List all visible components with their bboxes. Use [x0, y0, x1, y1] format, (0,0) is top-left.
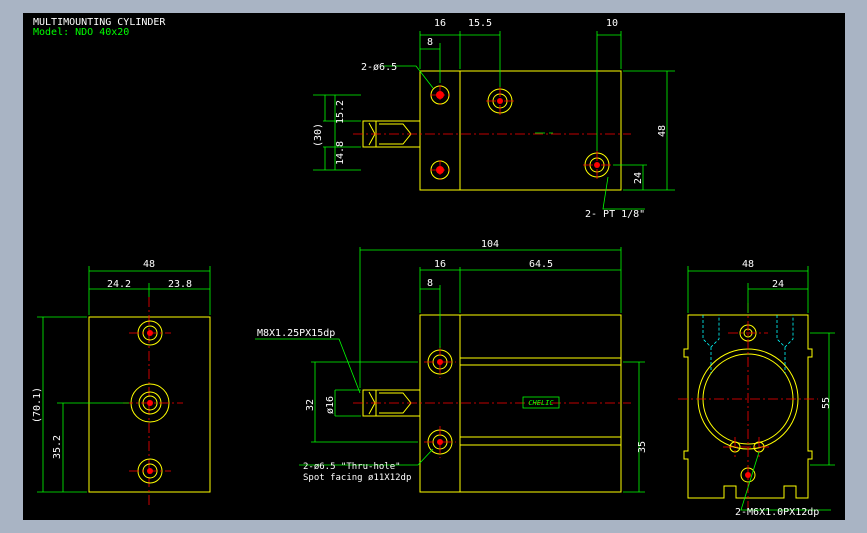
top-dim-14-8: 14.8: [335, 141, 346, 165]
end-dim-24: 24: [772, 279, 784, 290]
front-dim-35: 35: [637, 441, 648, 453]
front-thread-note: M8X1.25PX15dp: [257, 328, 335, 339]
front-holes-note: 2-ø6.5 "Thru-hole": [303, 462, 401, 472]
side-dim-35-2: 35.2: [52, 435, 63, 459]
front-dim-16-dia: ø16: [325, 396, 336, 414]
drawing-model: Model: NDO 40x20: [33, 27, 130, 38]
front-leader-lines: [255, 338, 434, 466]
top-dim-10: 10: [606, 18, 618, 29]
top-dim-right-lines: [613, 70, 675, 191]
end-centerlines: [678, 303, 818, 508]
top-body-outline: [419, 70, 622, 191]
side-dim-top-lines: [88, 266, 211, 315]
front-dim-16: 16: [434, 259, 446, 270]
front-hole-top-center: [437, 359, 443, 365]
side-dim-48: 48: [143, 259, 155, 270]
top-port-note: 2- PT 1/8": [585, 209, 645, 220]
top-leader-lines: [381, 65, 645, 210]
front-dim-104: 104: [481, 239, 499, 250]
side-dim-24-2: 24.2: [107, 279, 131, 290]
front-dim-64-5: 64.5: [529, 259, 553, 270]
front-dim-top-lines: [359, 247, 622, 388]
side-dim-70-1: (70.1): [32, 387, 43, 423]
front-logo: CHELIC: [528, 399, 554, 407]
side-dim-23-8: 23.8: [168, 279, 192, 290]
top-dim-8: 8: [427, 37, 433, 48]
front-dim-side-lines: [311, 361, 645, 493]
end-thread-note: 2-M6X1.0PX12dp: [735, 507, 819, 518]
side-body-outline: [88, 316, 211, 493]
end-body-outline: [683, 314, 813, 499]
top-dim-left-lines: [313, 94, 361, 171]
front-body-outline: [419, 314, 622, 493]
top-dim-15-5: 15.5: [468, 18, 492, 29]
end-view: 48 24 55 2-M6X1.0PX12dp: [678, 259, 835, 518]
top-dim-16: 16: [434, 18, 446, 29]
front-hole-bottom-center: [437, 439, 443, 445]
drawing-canvas: MULTIMOUNTING CYLINDER Model: NDO 40x20 …: [23, 13, 845, 520]
drawing-title: MULTIMOUNTING CYLINDER: [33, 17, 166, 28]
front-dim-8: 8: [427, 278, 433, 289]
side-dim-left-lines: [37, 316, 129, 493]
front-view: CHELIC 104 16 64.5 8 32 ø16 35 M8X1.25PX…: [255, 239, 648, 493]
top-holes-note: 2-ø6.5: [361, 62, 397, 73]
cad-drawing: .o { stroke:#ffff00; fill:none; stroke-w…: [32, 18, 835, 518]
top-dim-30: (30): [313, 123, 324, 147]
front-dim-32: 32: [305, 399, 316, 411]
top-hole-centerlines: [430, 85, 611, 180]
end-dim-48: 48: [742, 259, 754, 270]
side-view: 48 24.2 23.8 (70.1) 35.2: [32, 259, 211, 507]
top-view: 16 15.5 10 8 48 24 (30) 15.2 14.8 2-ø6.5…: [313, 18, 675, 220]
top-dim-48: 48: [657, 125, 668, 137]
top-dim-24: 24: [633, 172, 644, 184]
end-dim-55: 55: [821, 397, 832, 409]
front-tie-rods: [460, 357, 621, 446]
end-dim-right-lines: [810, 332, 835, 466]
side-horizontal-centerlines: [123, 332, 183, 472]
top-dim-horizontal-lines: [419, 31, 622, 151]
end-leader-line: [740, 451, 831, 511]
top-dim-15-2: 15.2: [335, 100, 346, 124]
front-logo-box: [522, 396, 560, 409]
end-hidden-ports: [702, 315, 794, 373]
front-spot-note: Spot facing ø11X12dp: [303, 473, 411, 483]
end-dim-top-lines: [687, 266, 809, 313]
